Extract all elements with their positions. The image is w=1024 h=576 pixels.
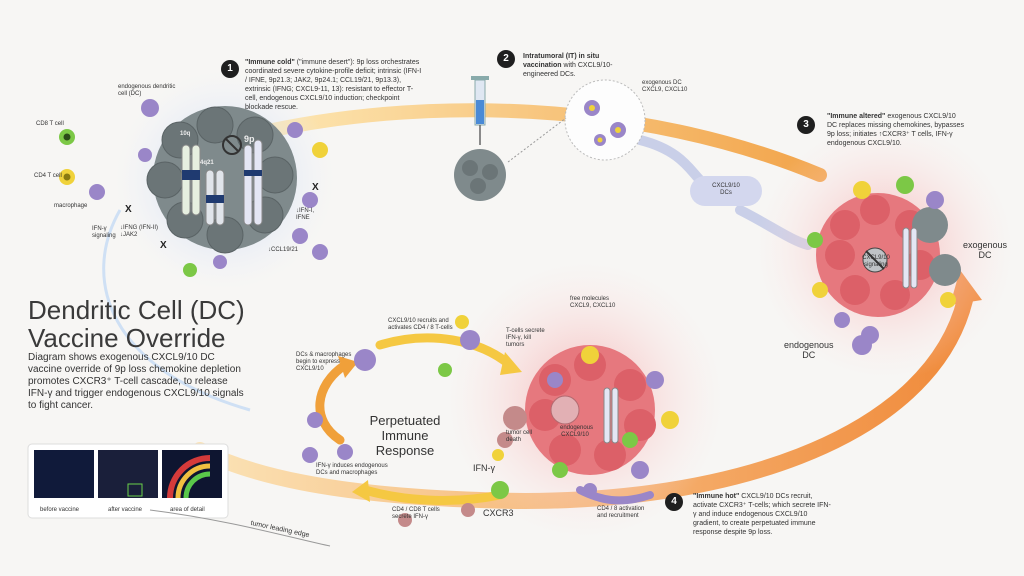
label-ifn-i: ↓IFN-I, IFNE	[296, 208, 314, 221]
leading-edge-arrow	[149, 509, 331, 547]
label-endogenous-dc-top: endogenous dendritic cell (DC)	[118, 84, 176, 97]
label-exogenous-dc: exogenous DC	[963, 240, 1008, 260]
blocked-x-2: X	[160, 240, 167, 251]
perpetuated-response-label: Perpetuated Immune Response	[369, 413, 441, 458]
label-ifn-signaling: IFN-γ signaling	[92, 226, 116, 239]
chromosomes-cold	[181, 139, 263, 226]
label-ccl: ↓CCL19/21	[268, 247, 299, 253]
label-ifn-induces: IFN-γ induces endogenous DCs and macroph…	[316, 463, 388, 476]
label-macrophage: macrophage	[54, 203, 88, 209]
label-cd48-secrete: CD4 / CD8 T cells secrete IFN-γ	[392, 507, 440, 520]
loop-arrow-top	[375, 333, 515, 370]
endogenous-dc-icon	[141, 99, 159, 117]
label-tumor-death: tumor cell death	[506, 430, 533, 443]
altered-tumor-cells	[825, 195, 935, 310]
arrow-to-dcs	[635, 135, 705, 185]
cxcl-dcs-pill	[690, 176, 762, 206]
left-thin-arc	[102, 209, 251, 412]
label-cd4: CD4 T cell	[34, 173, 62, 179]
magnified-view	[564, 79, 646, 161]
label-endo-cxcl: endogenous CXCL9/10	[560, 425, 594, 438]
step-3-badge: 3	[797, 116, 815, 134]
blocked-x-1: X	[125, 204, 132, 215]
label-cd8: CD8 T cell	[36, 121, 64, 127]
label-cd48-activation: CD4 / 8 activation and recruitment	[597, 506, 645, 519]
upper-flow-arc	[243, 103, 827, 182]
label-exo-dc-small: exogenous DC CXCL9, CXCL10	[642, 80, 688, 93]
page-description: Diagram shows exogenous CXCL9/10 DC vacc…	[28, 352, 244, 411]
step-3-text: "Immune altered" exogenous CXCL9/10 DC r…	[827, 113, 964, 147]
before-vaccine-image	[34, 450, 94, 498]
purple-activation-arrow	[576, 486, 654, 505]
step-2-text: Intratumoral (IT) in situ vaccination wi…	[523, 53, 613, 78]
label-after: after vaccine	[108, 507, 143, 513]
label-cxcl-dcs: CXCL9/10 DCs	[712, 183, 740, 196]
label-chr-9p: 9p	[244, 134, 255, 144]
area-of-detail-image	[162, 450, 222, 499]
cxcr3-tcell-icon	[491, 481, 509, 499]
label-ifng-list: ↓IFNG (IFN-II) ↓JAK2	[120, 225, 158, 238]
step-4-text: "Immune hot" CXCL9/10 DCs recruit, activ…	[693, 493, 831, 536]
blocked-x-3: X	[312, 182, 319, 193]
step-1-text: "Immune cold" ("immune desert"): 9p loss…	[245, 59, 422, 111]
loop-arrow-left	[315, 360, 350, 445]
label-free-molecules: free molecules CXCL9, CXCL10	[570, 296, 616, 309]
label-chr-4q: 4q21	[200, 160, 214, 166]
page-title: Dendritic Cell (DC)Vaccine Override	[28, 295, 245, 353]
syringe-icon	[471, 76, 489, 145]
step-1-badge: 1	[221, 60, 239, 78]
label-cxcr3: CXCR3	[483, 508, 514, 518]
label-ifn: IFN-γ	[473, 463, 495, 473]
label-chr-10q: 10q	[180, 131, 191, 137]
label-recruit: CXCL9/10 recruits and activates CD4 / 8 …	[388, 318, 453, 331]
no-symbol-icon	[222, 135, 242, 155]
loop-arrow-bottom	[360, 485, 505, 505]
step-2-badge: 2	[497, 50, 515, 68]
label-before: before vaccine	[40, 507, 80, 513]
label-cxcl-chem: CXCL9/10 signaling	[862, 255, 890, 268]
label-tcells-secrete: T-cells secrete IFN-γ, kill tumors	[506, 328, 545, 348]
label-dcs-macro: DCs & macrophages begin to express CXCL9…	[296, 352, 352, 372]
label-endogenous-dc: endogenous DC	[784, 340, 834, 360]
step-4-badge: 4	[665, 493, 683, 511]
macrophage-icon	[89, 184, 105, 200]
label-detail: area of detail	[170, 507, 205, 513]
